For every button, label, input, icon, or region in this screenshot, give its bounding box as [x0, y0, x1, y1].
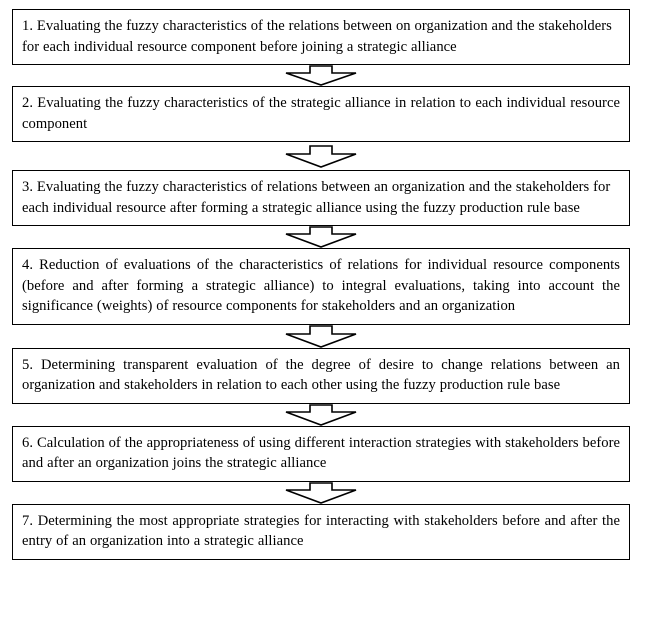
flowchart-step-6: 6. Calculation of the appropriateness of… — [12, 425, 630, 482]
down-arrow-icon — [285, 324, 357, 348]
flowchart-step-6-text: 6. Calculation of the appropriateness of… — [22, 434, 620, 472]
down-arrow-icon — [285, 144, 357, 168]
flowchart-step-4-text: 4. Reduction of evaluations of the chara… — [22, 257, 620, 314]
flowchart-connector-6-7 — [12, 481, 630, 504]
flowchart-step-2-text: 2. Evaluating the fuzzy characteristics … — [22, 95, 620, 132]
flowchart-step-2: 2. Evaluating the fuzzy characteristics … — [12, 86, 630, 142]
flowchart-steps-column: 1. Evaluating the fuzzy characteristics … — [12, 9, 630, 560]
flowchart-connector-4-5 — [12, 324, 630, 348]
flowchart-step-1: 1. Evaluating the fuzzy characteristics … — [12, 9, 630, 65]
flowchart-step-3: 3. Evaluating the fuzzy characteristics … — [12, 170, 630, 226]
flowchart-step-7-text: 7. Determining the most appropriate stra… — [22, 512, 620, 550]
flowchart-connector-5-6 — [12, 403, 630, 426]
flowchart-step-5-text: 5. Determining transparent evaluation of… — [22, 356, 620, 394]
down-arrow-icon — [285, 481, 357, 504]
flowchart-connector-3-4 — [12, 226, 630, 248]
flowchart-step-4: 4. Reduction of evaluations of the chara… — [12, 248, 630, 325]
down-arrow-icon — [285, 403, 357, 426]
flowchart-step-7: 7. Determining the most appropriate stra… — [12, 503, 630, 560]
flowchart-step-3-text: 3. Evaluating the fuzzy characteristics … — [22, 179, 611, 216]
down-arrow-icon — [285, 226, 357, 248]
down-arrow-icon — [285, 65, 357, 86]
flowchart-step-1-text: 1. Evaluating the fuzzy characteristics … — [22, 18, 612, 55]
flowchart-connector-1-2 — [12, 65, 630, 86]
flowchart-connector-2-3 — [12, 142, 630, 170]
flowchart-step-5: 5. Determining transparent evaluation of… — [12, 347, 630, 404]
